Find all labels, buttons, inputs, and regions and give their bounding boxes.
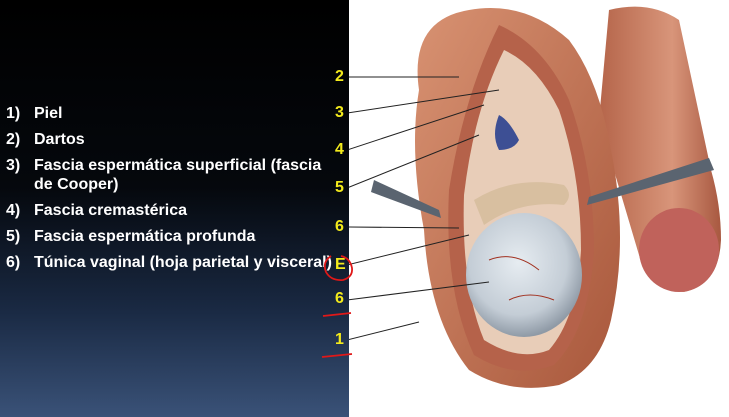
figure-label-e: E: [335, 256, 346, 273]
figure-label-1: 1: [335, 331, 344, 348]
figure-label-2: 2: [335, 68, 344, 85]
figure-label-5: 5: [335, 179, 344, 196]
legend-number: 5): [6, 228, 21, 245]
legend-number: 6): [6, 254, 21, 271]
legend-item-fascia-cremasterica: 4) Fascia cremastérica: [6, 201, 336, 220]
legend-text: Piel: [34, 105, 63, 122]
legend-item-tunica-vaginal: 6) Túnica vaginal (hoja parietal y visce…: [6, 253, 336, 272]
legend-text: Fascia cremastérica: [34, 202, 187, 219]
leader-line-1: [349, 321, 420, 341]
legend-number: 4): [6, 202, 21, 219]
right-retractor-shape: [587, 158, 714, 205]
figure-label-6-visceral: 6: [335, 290, 344, 307]
legend-item-dartos: 2) Dartos: [6, 130, 336, 149]
legend-number: 1): [6, 105, 21, 122]
spermatic-cord-shape: [474, 182, 569, 225]
leader-line-5: [349, 134, 480, 188]
vein-plexus-shape: [495, 115, 519, 150]
leader-line-6a: [349, 226, 460, 229]
legend-text: Túnica vaginal (hoja parietal y visceral…: [34, 254, 332, 271]
layers-legend: 1) Piel 2) Dartos 3) Fascia espermática …: [6, 104, 336, 279]
legend-item-fascia-espermatica-profunda: 5) Fascia espermática profunda: [6, 227, 336, 246]
legend-text: Dartos: [34, 131, 85, 148]
leader-lines: [349, 76, 500, 341]
leader-line-4: [349, 104, 485, 150]
testis-vessels: [488, 256, 555, 301]
leader-line-3: [349, 89, 500, 114]
anatomy-drawing: [349, 6, 721, 388]
legend-item-fascia-espermatica-superficial: 3) Fascia espermática superficial (fasci…: [6, 156, 336, 194]
legend-text: Fascia espermática superficial (fascia d…: [34, 157, 322, 193]
figure-label-6-parietal: 6: [335, 218, 344, 235]
left-retractor-shape: [371, 180, 441, 218]
testis-shape: [466, 213, 582, 337]
legend-item-piel: 1) Piel: [6, 104, 336, 123]
glans-shape: [639, 208, 719, 292]
leader-line-6b: [349, 281, 490, 301]
legend-number: 3): [6, 157, 21, 174]
legend-text: Fascia espermática profunda: [34, 228, 256, 245]
scrotum-anatomy-illustration: [349, 0, 729, 417]
figure-label-4: 4: [335, 141, 344, 158]
leader-line-e: [349, 234, 470, 266]
figure-label-3: 3: [335, 104, 344, 121]
legend-number: 2): [6, 131, 21, 148]
